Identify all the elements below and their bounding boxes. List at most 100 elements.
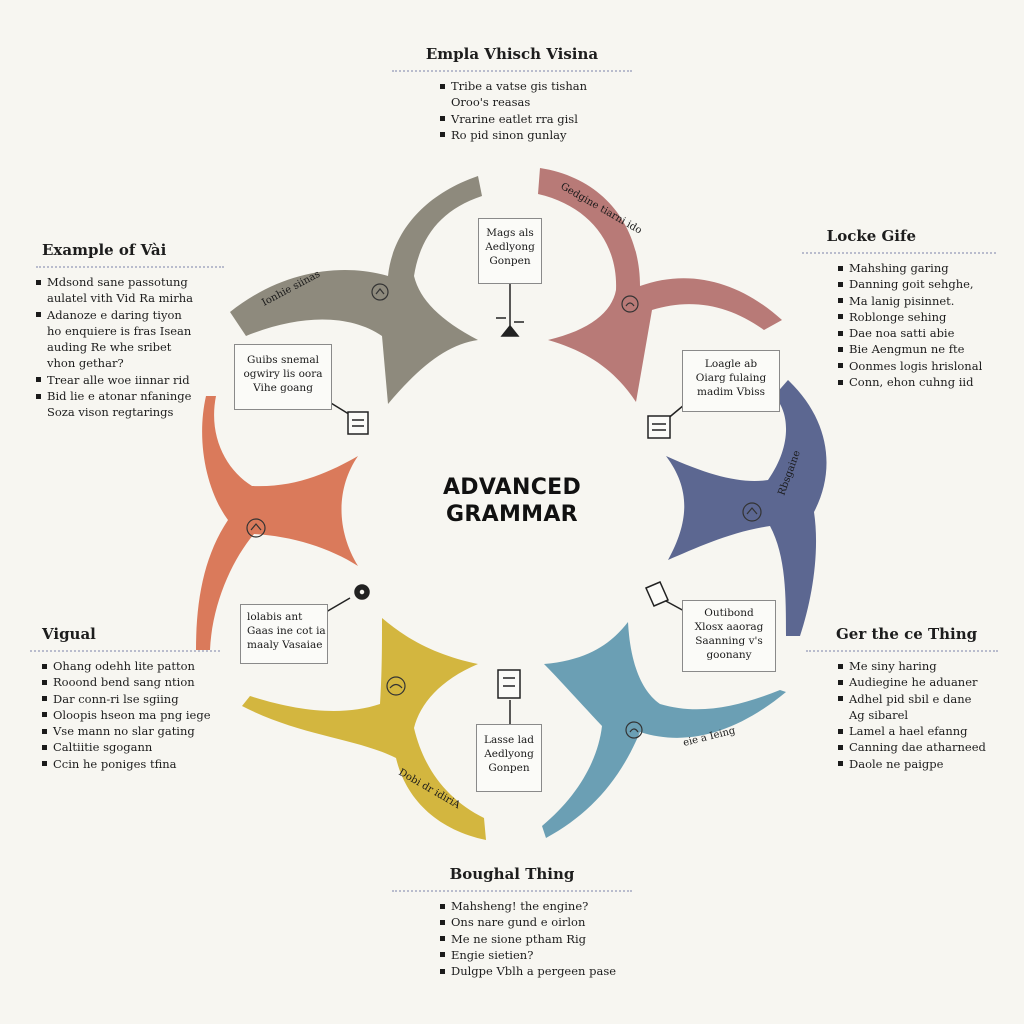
list-item: Mahsheng! the engine? [440,898,632,914]
list-item: Oloopis hseon ma png iege [42,707,220,723]
list-item: Canning dae atharneed [838,739,998,755]
sketch-icon-gray [371,283,389,301]
bullet-icon [42,728,47,734]
list-item: Ag sibarel [849,707,909,722]
list-item: Vrarine eatlet rra gisl [440,111,632,127]
bullet-icon [42,761,47,767]
list-item: Ma lanig pisinnet. [838,293,996,309]
callout-bottom: Lasse lad Aedlyong Gonpen [476,724,542,792]
callout-right: Loagle ab Oiarg fulaing madim Vbiss [682,350,780,412]
list-item: aulatel vith Vid Ra mirha [47,291,193,306]
bullet-icon [838,346,843,352]
bullet-icon [838,663,843,669]
panel-left: Example of Vài Mdsond sane passotung aul… [36,240,224,421]
bullet-icon [440,952,445,958]
connector-lowright [645,581,687,613]
list-item: Ro pid sinon gunlay [440,127,632,143]
bullet-icon [440,903,445,909]
list-item: Roblonge sehing [838,309,996,325]
panel-top: Empla Vhisch Visina Tribe a vatse gis ti… [392,44,632,143]
list-item: Trear alle woe iinnar rid [36,372,224,388]
list-item: Me ne sione ptham Rig [440,931,632,947]
bullet-icon [838,330,843,336]
arm-gray [230,176,482,404]
arm-teal [542,622,786,838]
list-item: auding Re whe sribet [47,340,172,355]
panel-right-list: Mahshing garing Danning goit sehghe, Ma … [802,260,996,390]
divider [806,650,998,652]
connector-left [325,399,369,435]
panel-bottom-list: Mahsheng! the engine? Ons nare gund e oi… [392,898,632,979]
list-item: Ons nare gund e oirlon [440,914,632,930]
bullet-icon [42,744,47,750]
sketch-icon-rose [621,295,639,313]
divider [30,650,220,652]
list-item: Vse mann no slar gating [42,723,220,739]
panel-top-title: Empla Vhisch Visina [425,45,599,63]
callout-lower-right: Outibond Xlosx aaorag Saanning v's goona… [682,600,776,672]
bullet-icon [36,279,41,285]
bullet-icon [440,936,445,942]
list-item: ho enquiere is fras Isean [47,323,192,338]
bullet-icon [838,744,843,750]
panel-top-list: Tribe a vatse gis tishan Oroo's reasas V… [392,78,632,143]
panel-lower-right: Ger the ce Thing Me siny haring Audiegin… [806,624,998,772]
bullet-icon [838,696,843,702]
panel-right: Locke Gife Mahshing garing Danning goit … [802,226,996,390]
bullet-icon [36,377,41,383]
list-item: Adanoze e daring tiyon [36,307,224,323]
panel-lower-right-title: Ger the ce Thing [836,625,978,643]
list-item: Lamel a hael efanng [838,723,998,739]
sketch-icon-mustard [386,676,406,696]
divider [392,890,632,892]
arm-coral [196,396,358,650]
connector-bottom [497,669,521,726]
list-item: Caltiitie sgogann [42,739,220,755]
bullet-icon [42,679,47,685]
panel-left-list: Mdsond sane passotung aulatel vith Vid R… [36,274,224,421]
list-item: Ohang odehh lite patton [42,658,220,674]
bullet-icon [440,968,445,974]
bullet-icon [42,696,47,702]
bullet-icon [440,116,445,122]
list-item: Engie sietien? [440,947,632,963]
list-item: Tribe a vatse gis tishan [440,78,632,94]
callout-left: Guibs snemal ogwiry lis oora Vihe goang [234,344,332,410]
panel-bottom-title: Boughal Thing [449,865,575,883]
divider [802,252,996,254]
list-item: Dae noa satti abie [838,325,996,341]
center-title: ADVANCED GRAMMAR [412,474,612,528]
center-title-line2: GRAMMAR [446,502,578,527]
list-item: Bie Aengmun ne fte [838,341,996,357]
connector-top [496,284,524,337]
list-item: Oroo's reasas [451,95,531,110]
list-item: Conn, ehon cuhng iid [838,374,996,390]
sketch-icon-teal [625,721,643,739]
list-item: Oonmes logis hrislonal [838,358,996,374]
list-item: Audiegine he aduaner [838,674,998,690]
arm-navy [666,380,827,636]
bullet-icon [838,761,843,767]
list-item: Me siny haring [838,658,998,674]
panel-bottom: Boughal Thing Mahsheng! the engine? Ons … [392,864,632,979]
panel-right-title: Locke Gife [826,227,916,245]
bullet-icon [36,393,41,399]
callout-top: Mags als Aedlyong Gonpen [478,218,542,284]
panel-lower-left: Vigual Ohang odehh lite patton Rooond be… [30,624,220,772]
bullet-icon [42,663,47,669]
bullet-icon [838,298,843,304]
list-item: Ccin he poniges tfina [42,756,220,772]
list-item: Danning goit sehghe, [838,276,996,292]
divider [36,266,224,268]
callout-lower-left: lolabis ant Gaas ine cot ia maaly Vasaia… [240,604,328,664]
sketch-icon-coral [246,518,266,538]
sketch-icon-navy [742,502,762,522]
bullet-icon [838,679,843,685]
bullet-icon [838,379,843,385]
list-item: Soza vison regtarings [47,405,174,420]
panel-lower-right-list: Me siny haring Audiegine he aduaner Adhe… [806,658,998,772]
list-item: Rooond bend sang ntion [42,674,220,690]
list-item: Dar conn-ri lse sgiing [42,691,220,707]
bullet-icon [838,363,843,369]
